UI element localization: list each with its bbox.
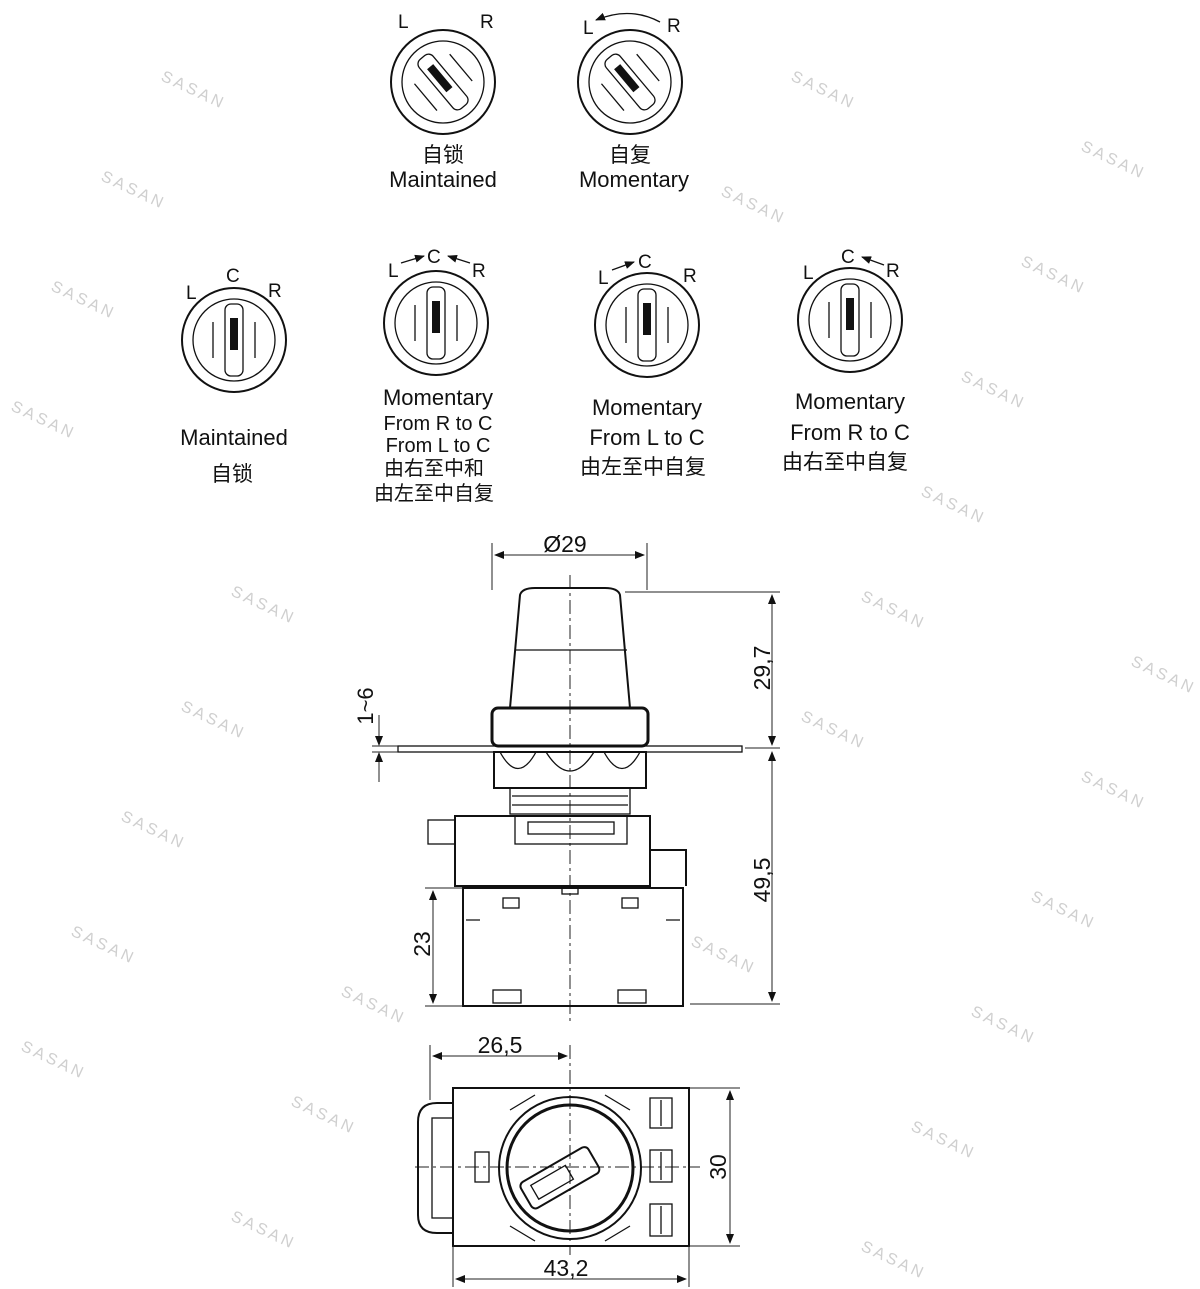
dimension-length: 43,2 [452,1246,690,1287]
dim-label-body-height: 49,5 [749,858,775,903]
dim-label-panel-thickness: 1~6 [353,687,378,724]
watermark: SASAN [158,68,228,113]
switch-label-line: Momentary [592,395,702,420]
side-view-drawing [397,575,743,1022]
dim-label-width: 30 [705,1154,731,1180]
switch-cn-label: 自复 [609,144,651,167]
watermark: SASAN [1128,653,1198,698]
position-label-right: R [480,12,494,33]
dim-label-length: 43,2 [544,1255,589,1281]
bottom-view-drawing [415,1045,700,1255]
switch-label-line: From R to C [384,413,493,435]
watermark: SASAN [1028,888,1098,933]
watermark: SASAN [798,708,868,753]
switch-3pos-momentary-left: L C R Momentary From L to C 由左至中自复 [580,252,706,479]
dim-label-knob-height: 29,7 [749,646,775,691]
watermark: SASAN [228,1208,298,1253]
dimension-contact-height: 23 [409,887,463,1007]
switch-label-line: 由左至中自复 [580,456,706,479]
watermark: SASAN [968,1003,1038,1048]
dim-label-contact-height: 23 [409,931,435,957]
dimension-diameter: Ø29 [491,531,648,590]
watermark: SASAN [1078,138,1148,183]
watermark: SASAN [688,933,758,978]
dim-label-half-width: 26,5 [478,1032,523,1058]
watermark: SASAN [1018,253,1088,298]
watermark: SASAN [8,398,78,443]
switch-2pos-maintained: L R 自锁 Maintained [389,12,497,192]
watermark: SASAN [718,183,788,228]
position-label-right: R [886,261,900,282]
watermark: SASAN [98,168,168,213]
position-label-left: L [398,12,409,33]
watermark: SASAN [48,278,118,323]
dimension-panel-thickness: 1~6 [353,687,398,782]
watermark: SASAN [918,483,988,528]
dimension-width: 30 [690,1087,740,1247]
watermark: SASAN [958,368,1028,413]
watermark: SASAN [228,583,298,628]
position-label-left: L [388,261,399,282]
watermark: SASAN [338,983,408,1028]
switch-3pos-momentary-both: L C R Momentary From R to C From L to C … [374,247,494,505]
switch-label-line: Maintained [180,425,288,450]
watermark: SASAN [858,1238,928,1283]
position-label-right: R [683,266,697,287]
switch-label-line: 由左至中自复 [374,482,494,505]
watermark: SASAN [178,698,248,743]
position-label-center: C [427,247,441,268]
position-label-center: C [638,252,652,273]
dimension-body-height: 49,5 [690,751,780,1005]
switch-3pos-maintained: L C R Maintained 自锁 [180,266,288,486]
position-label-center: C [226,266,240,287]
switch-cn-label: 自锁 [422,144,464,167]
position-label-right: R [667,16,681,37]
dimension-knob-height: 29,7 [625,591,780,749]
watermark: SASAN [288,1093,358,1138]
position-label-right: R [472,261,486,282]
watermark: SASAN [908,1118,978,1163]
switch-label-line: Momentary [795,389,905,414]
switch-label-line: From L to C [386,435,491,457]
switch-3pos-momentary-right: L C R Momentary From R to C 由右至中自复 [782,247,910,474]
switch-label-line: 自锁 [211,463,253,486]
position-label-left: L [803,263,814,284]
watermark: SASAN [788,68,858,113]
position-label-left: L [583,18,594,39]
position-label-left: L [186,283,197,304]
watermark: SASAN [118,808,188,853]
switch-en-label: Momentary [579,167,689,192]
watermark: SASAN [68,923,138,968]
dim-label-diameter: Ø29 [543,531,586,557]
position-label-center: C [841,247,855,268]
switch-en-label: Maintained [389,167,497,192]
dimension-half-width: 26,5 [429,1032,568,1100]
switch-label-line: 由右至中和 [384,457,484,480]
watermark: SASAN [858,588,928,633]
switch-label-line: Momentary [383,385,493,410]
position-label-left: L [598,268,609,289]
position-label-right: R [268,281,282,302]
watermark: SASAN [18,1038,88,1083]
switch-label-line: From R to C [790,420,910,445]
switch-label-line: 由右至中自复 [782,451,908,474]
switch-2pos-momentary: L R 自复 Momentary [577,12,689,192]
switch-label-line: From L to C [589,425,704,450]
watermark-layer: SASAN SASAN SASAN SASAN SASAN SASAN SASA… [8,68,1198,1283]
watermark: SASAN [1078,768,1148,813]
